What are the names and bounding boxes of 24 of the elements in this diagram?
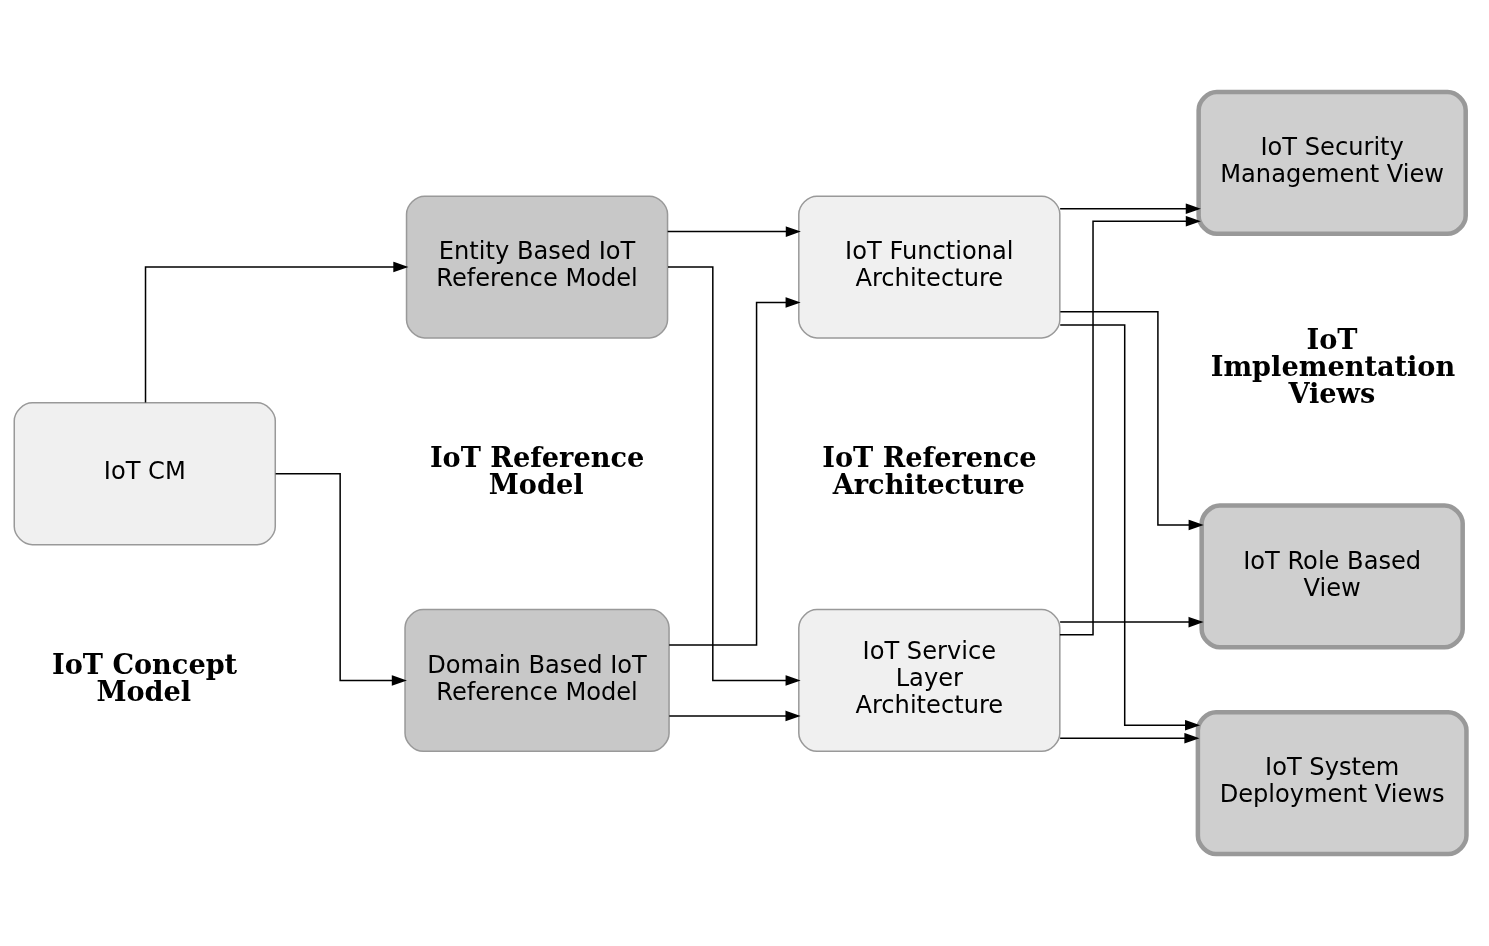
label: IoT Reference Model xyxy=(429,441,645,500)
node-box: Domain Based IoT Reference Model xyxy=(404,608,670,753)
node-box: IoT CM xyxy=(13,402,277,546)
node-box: IoT Service Layer Architecture xyxy=(798,608,1061,753)
arrow xyxy=(1059,733,1200,744)
node-box: Entity Based IoT Reference Model xyxy=(405,195,669,339)
label: IoT Reference Architecture xyxy=(822,441,1037,500)
node-box: IoT Functional Architecture xyxy=(798,195,1061,339)
node-box: IoT Security Management View xyxy=(1196,89,1468,237)
arrow xyxy=(1059,216,1201,636)
arrow xyxy=(667,266,801,686)
arrow xyxy=(144,261,409,404)
arrow xyxy=(1059,324,1201,731)
arrow xyxy=(1059,203,1201,214)
arrow xyxy=(668,710,801,722)
node-box: IoT System Deployment Views xyxy=(1195,709,1469,857)
label: IoT Implementation Views xyxy=(1210,324,1456,410)
arrow xyxy=(666,226,801,237)
label: IoT Concept Model xyxy=(51,648,238,707)
arrow xyxy=(1059,311,1204,531)
arrow xyxy=(668,297,801,646)
arrow xyxy=(274,473,407,686)
arrow xyxy=(1059,616,1204,628)
node-box: IoT Role Based View xyxy=(1199,503,1465,650)
